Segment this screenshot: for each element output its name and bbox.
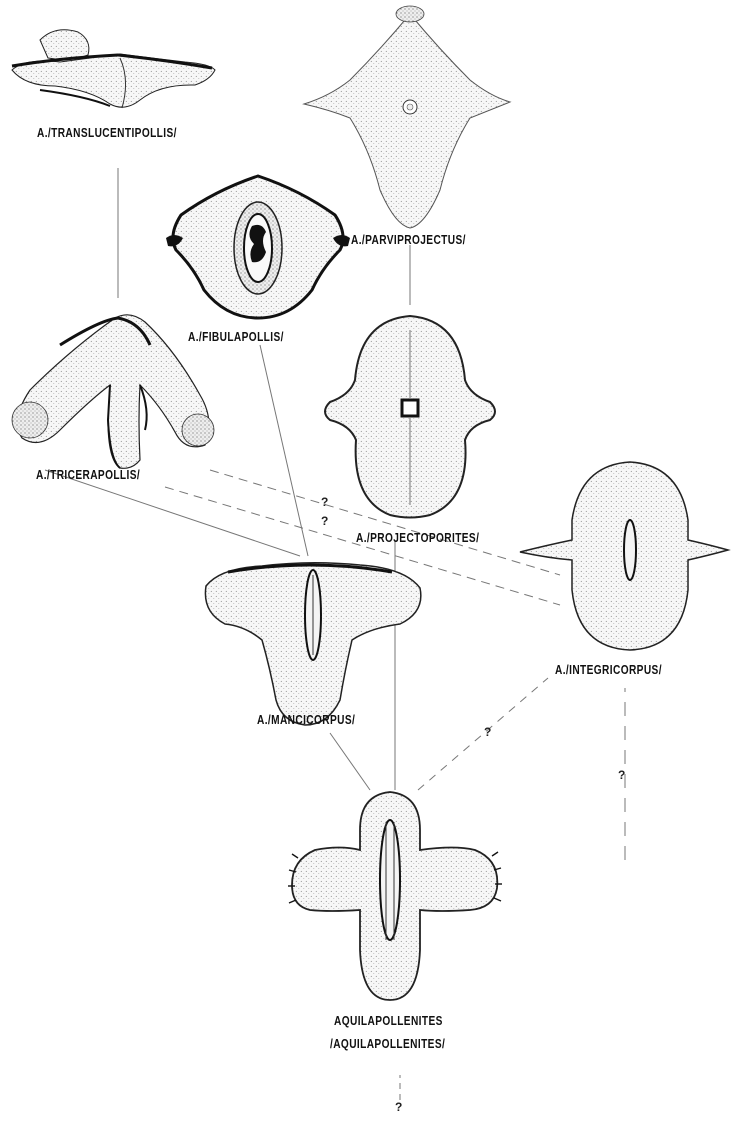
connector-aquilapollenites-to-mancicorpus [330,733,370,790]
label-fibulapollis: A./FIBULAPOLLIS/ [188,329,284,344]
label-integricorpus: A./INTEGRICORPUS/ [555,662,662,677]
uncertain-mark-4: ? [618,768,625,782]
mancicorpus-grain [205,563,420,725]
fibulapollis-grain [166,176,350,318]
label-aquilapollenites-subgenus: /AQUILAPOLLENITES/ [330,1036,445,1051]
label-translucentipollis: A./TRANSLUCENTIPOLLIS/ [37,125,177,140]
translucentipollis-grain [12,30,215,108]
label-parviprojectus: A./PARVIPROJECTUS/ [351,232,466,247]
uncertain-mark-1: ? [321,495,328,509]
label-tricerapollis: A./TRICERAPOLLIS/ [36,467,140,482]
label-projectoporites: A./PROJECTOPORITES/ [356,530,479,545]
connector-mancicorpus-to-tricerapollis [45,470,300,556]
label-aquilapollenites-genus: AQUILAPOLLENITES [334,1013,443,1028]
uncertain-mark-5: ? [395,1100,402,1114]
uncertain-mark-3: ? [484,725,491,739]
integricorpus-grain [520,462,728,650]
tricerapollis-grain [12,315,214,469]
label-mancicorpus: A./MANCICORPUS/ [257,712,355,727]
projectoporites-grain [325,316,495,518]
connector-aquilapollenites-to-integricorpus-dashed [418,678,548,790]
connector-mancicorpus-to-fibulapollis [260,345,308,556]
parviprojectus-grain [304,6,510,228]
uncertain-mark-2: ? [321,514,328,528]
aquilapollenites-grain [288,792,502,1000]
